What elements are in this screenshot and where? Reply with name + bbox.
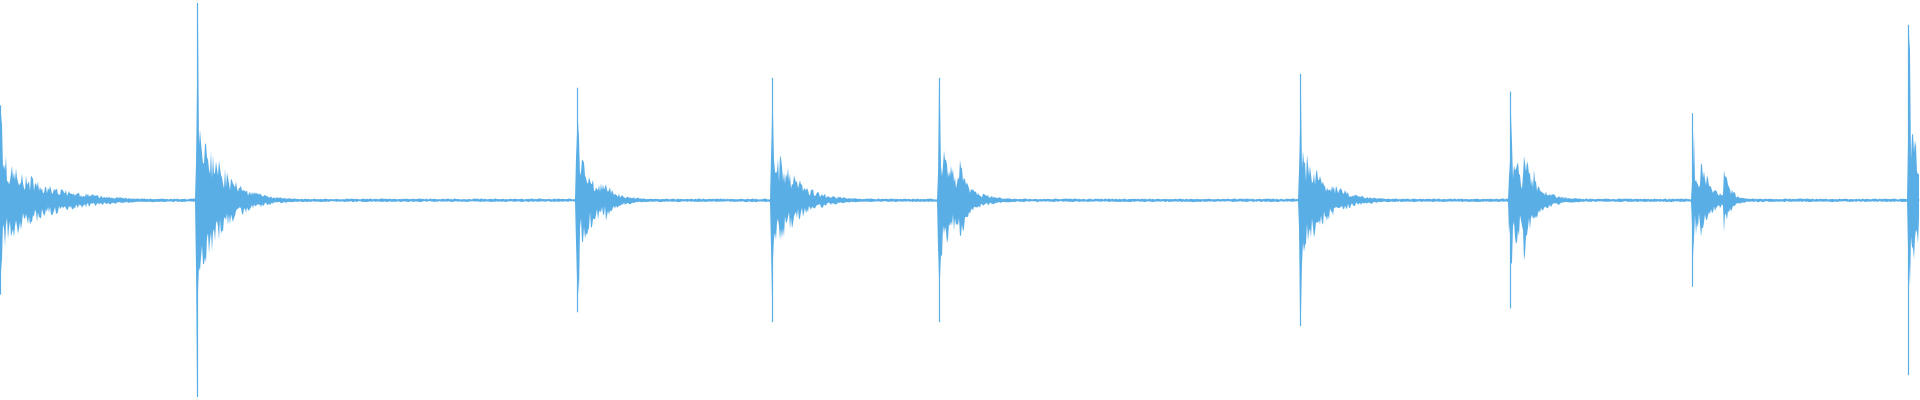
waveform-envelope	[0, 16, 1919, 387]
waveform-signal	[0, 3, 1919, 397]
